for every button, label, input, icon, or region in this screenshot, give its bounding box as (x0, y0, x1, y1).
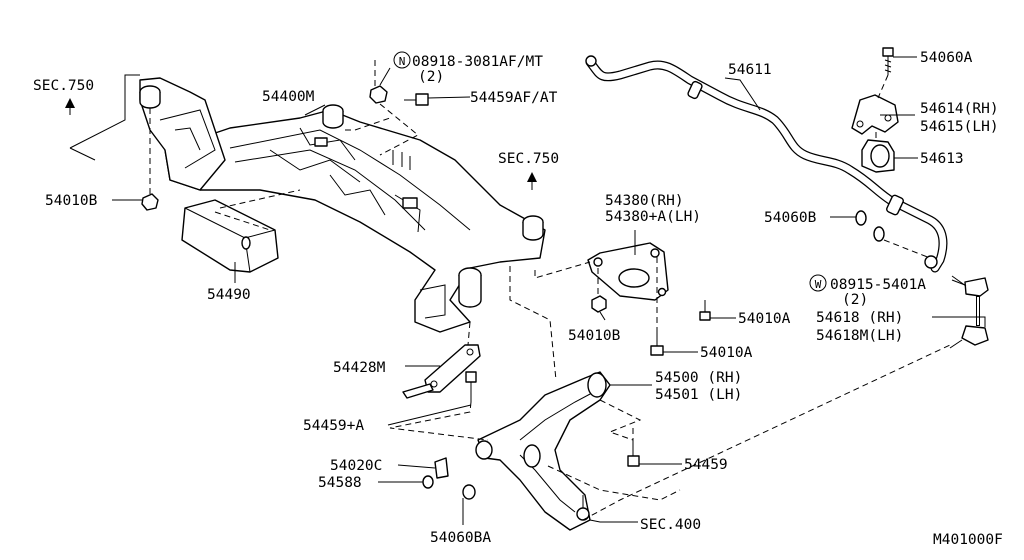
nut-54060B (855, 210, 867, 226)
label-54618: 54618 (RH) (816, 310, 903, 326)
bolt-54459 (627, 440, 640, 467)
label-54060A: 54060A (920, 50, 973, 66)
label-54614: 54614(RH) (920, 101, 999, 117)
label-54500: 54500 (RH) (655, 370, 742, 386)
washer-54020C (434, 457, 449, 479)
nut-08918 (369, 85, 388, 104)
label-54060BA: 54060BA (430, 530, 491, 546)
label-54615: 54615(LH) (920, 119, 999, 135)
label-54380A: 54380+A(LH) (605, 209, 701, 225)
label-54060B: 54060B (764, 210, 817, 226)
bolt-54060A (882, 47, 894, 75)
label-54400M: 54400M (262, 89, 315, 105)
label-54459: 54459 (684, 457, 728, 473)
label-54588: 54588 (318, 475, 362, 491)
bolt-54459AF (404, 93, 429, 106)
label-54010A-lower: 54010A (700, 345, 753, 361)
clamp-54614 (851, 94, 899, 135)
bolt-54459A (465, 371, 477, 402)
stabilizer-bar-54611 (585, 55, 948, 273)
bolt-54010A-lower (650, 330, 664, 356)
label-54459A: 54459+A (303, 418, 364, 434)
washer-08915 (873, 226, 885, 242)
label-54010B-bracket: 54010B (568, 328, 621, 344)
label-54613: 54613 (920, 151, 964, 167)
label-08918-qty: (2) (418, 69, 444, 85)
label-54490: 54490 (207, 287, 251, 303)
bolt-54010A-upper (699, 300, 711, 321)
label-08915: 08915-5401A (830, 277, 926, 293)
label-sec400: SEC.400 (640, 517, 701, 533)
label-54501: 54501 (LH) (655, 387, 742, 403)
label-08918: 08918-3081AF/MT (412, 54, 543, 70)
label-08918-mark: N (399, 55, 406, 68)
label-sec750-right: SEC.750 (498, 151, 559, 167)
bracket-54380 (587, 242, 669, 301)
figure-id: M401000F (933, 532, 1003, 548)
label-54611: 54611 (728, 62, 772, 78)
label-54010B-frame: 54010B (45, 193, 98, 209)
label-54428M: 54428M (333, 360, 386, 376)
label-54459AF: 54459AF/AT (470, 90, 558, 106)
label-08915-mark: W (815, 278, 822, 291)
label-sec750-left: SEC.750 (33, 78, 94, 94)
label-54618M: 54618M(LH) (816, 328, 903, 344)
subframe-54400M (139, 77, 546, 333)
nut-54588 (422, 475, 434, 489)
nut-54060BA (462, 484, 476, 500)
mount-54490 (181, 199, 279, 273)
label-08915-qty: (2) (842, 292, 868, 308)
label-54020C: 54020C (330, 458, 382, 474)
label-54010A-upper: 54010A (738, 311, 791, 327)
nut-54010B-bracket (591, 295, 607, 313)
label-54380: 54380(RH) (605, 193, 684, 209)
bushing-54613 (861, 139, 895, 173)
stabilizer-link-54618 (949, 275, 989, 349)
nut-54010B-frame (141, 193, 159, 211)
bracket-54428M (402, 344, 481, 399)
lower-arm-54500 (475, 371, 611, 531)
